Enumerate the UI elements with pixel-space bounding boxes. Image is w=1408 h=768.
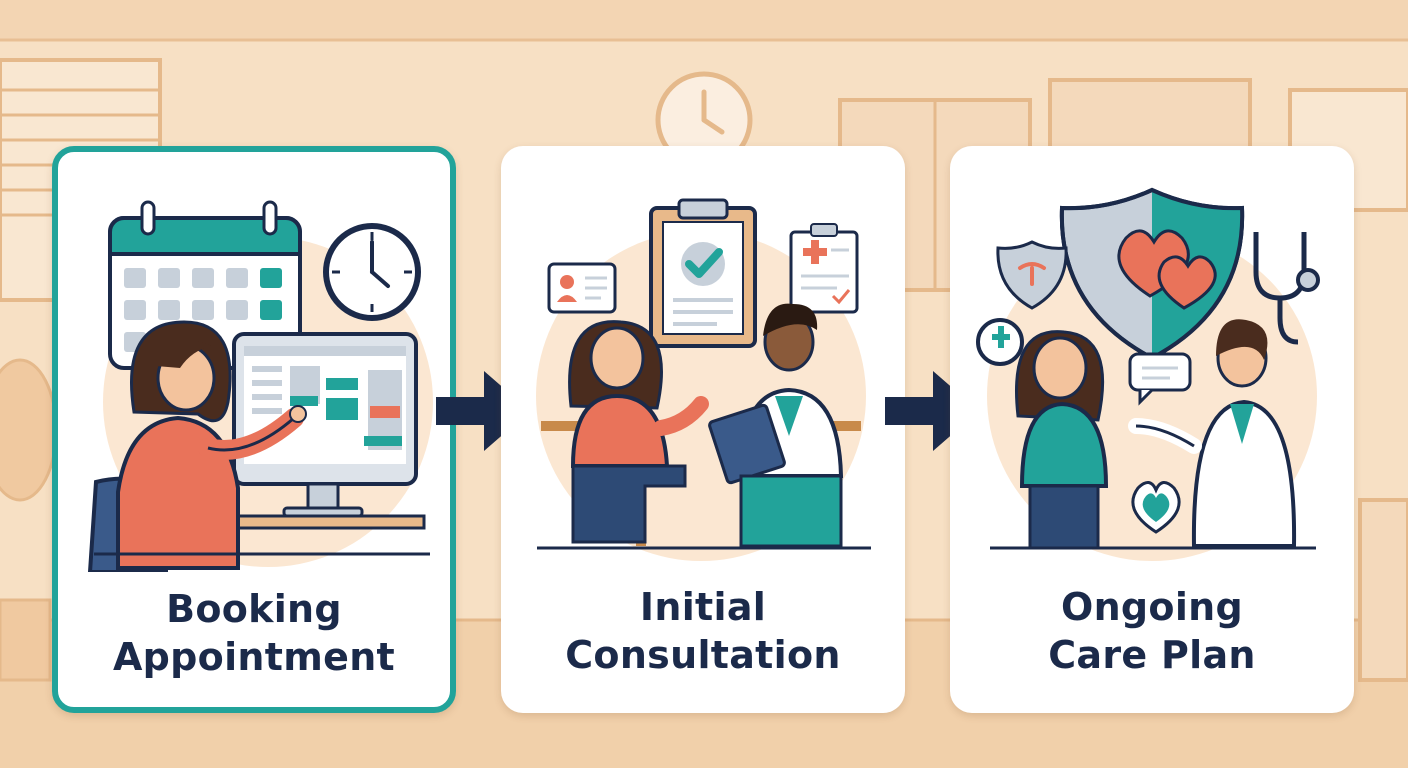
step-title-line2: Care Plan xyxy=(1048,633,1256,677)
stethoscope-icon xyxy=(1253,232,1320,345)
step-title: Booking Appointment xyxy=(58,585,450,681)
step-title: Initial Consultation xyxy=(501,583,905,679)
step-card-care-plan[interactable]: Ongoing Care Plan xyxy=(950,146,1354,713)
step-title-line2: Consultation xyxy=(565,633,841,677)
clipboard-check-icon xyxy=(649,198,757,348)
consultation-illustration xyxy=(536,198,871,561)
medical-plus-icon xyxy=(976,318,1024,366)
step-title: Ongoing Care Plan xyxy=(950,583,1354,679)
shield-hearts-icon xyxy=(1059,187,1245,361)
booking-illustration xyxy=(87,200,433,572)
heart-icon xyxy=(1131,481,1181,534)
speech-bubble-icon xyxy=(1128,352,1192,406)
patient-woman-figure xyxy=(1015,330,1109,550)
step-title-line1: Initial xyxy=(639,585,767,629)
step-title-line1: Ongoing xyxy=(1060,585,1244,629)
step-title-line1: Booking xyxy=(166,587,342,631)
doctor-figure xyxy=(1128,319,1297,548)
step-card-booking[interactable]: Booking Appointment xyxy=(52,146,456,713)
medical-record-icon xyxy=(789,223,859,314)
doctor-figure xyxy=(708,303,844,548)
small-shield-icon xyxy=(996,240,1068,310)
patient-woman-figure xyxy=(568,320,709,544)
id-card-icon xyxy=(547,262,617,314)
clock-icon xyxy=(323,223,421,321)
step-title-line2: Appointment xyxy=(112,635,396,679)
step-card-consultation[interactable]: Initial Consultation xyxy=(501,146,905,713)
care-plan-illustration xyxy=(976,187,1320,561)
patient-woman-figure xyxy=(116,320,307,570)
calendar-icon xyxy=(108,200,302,370)
